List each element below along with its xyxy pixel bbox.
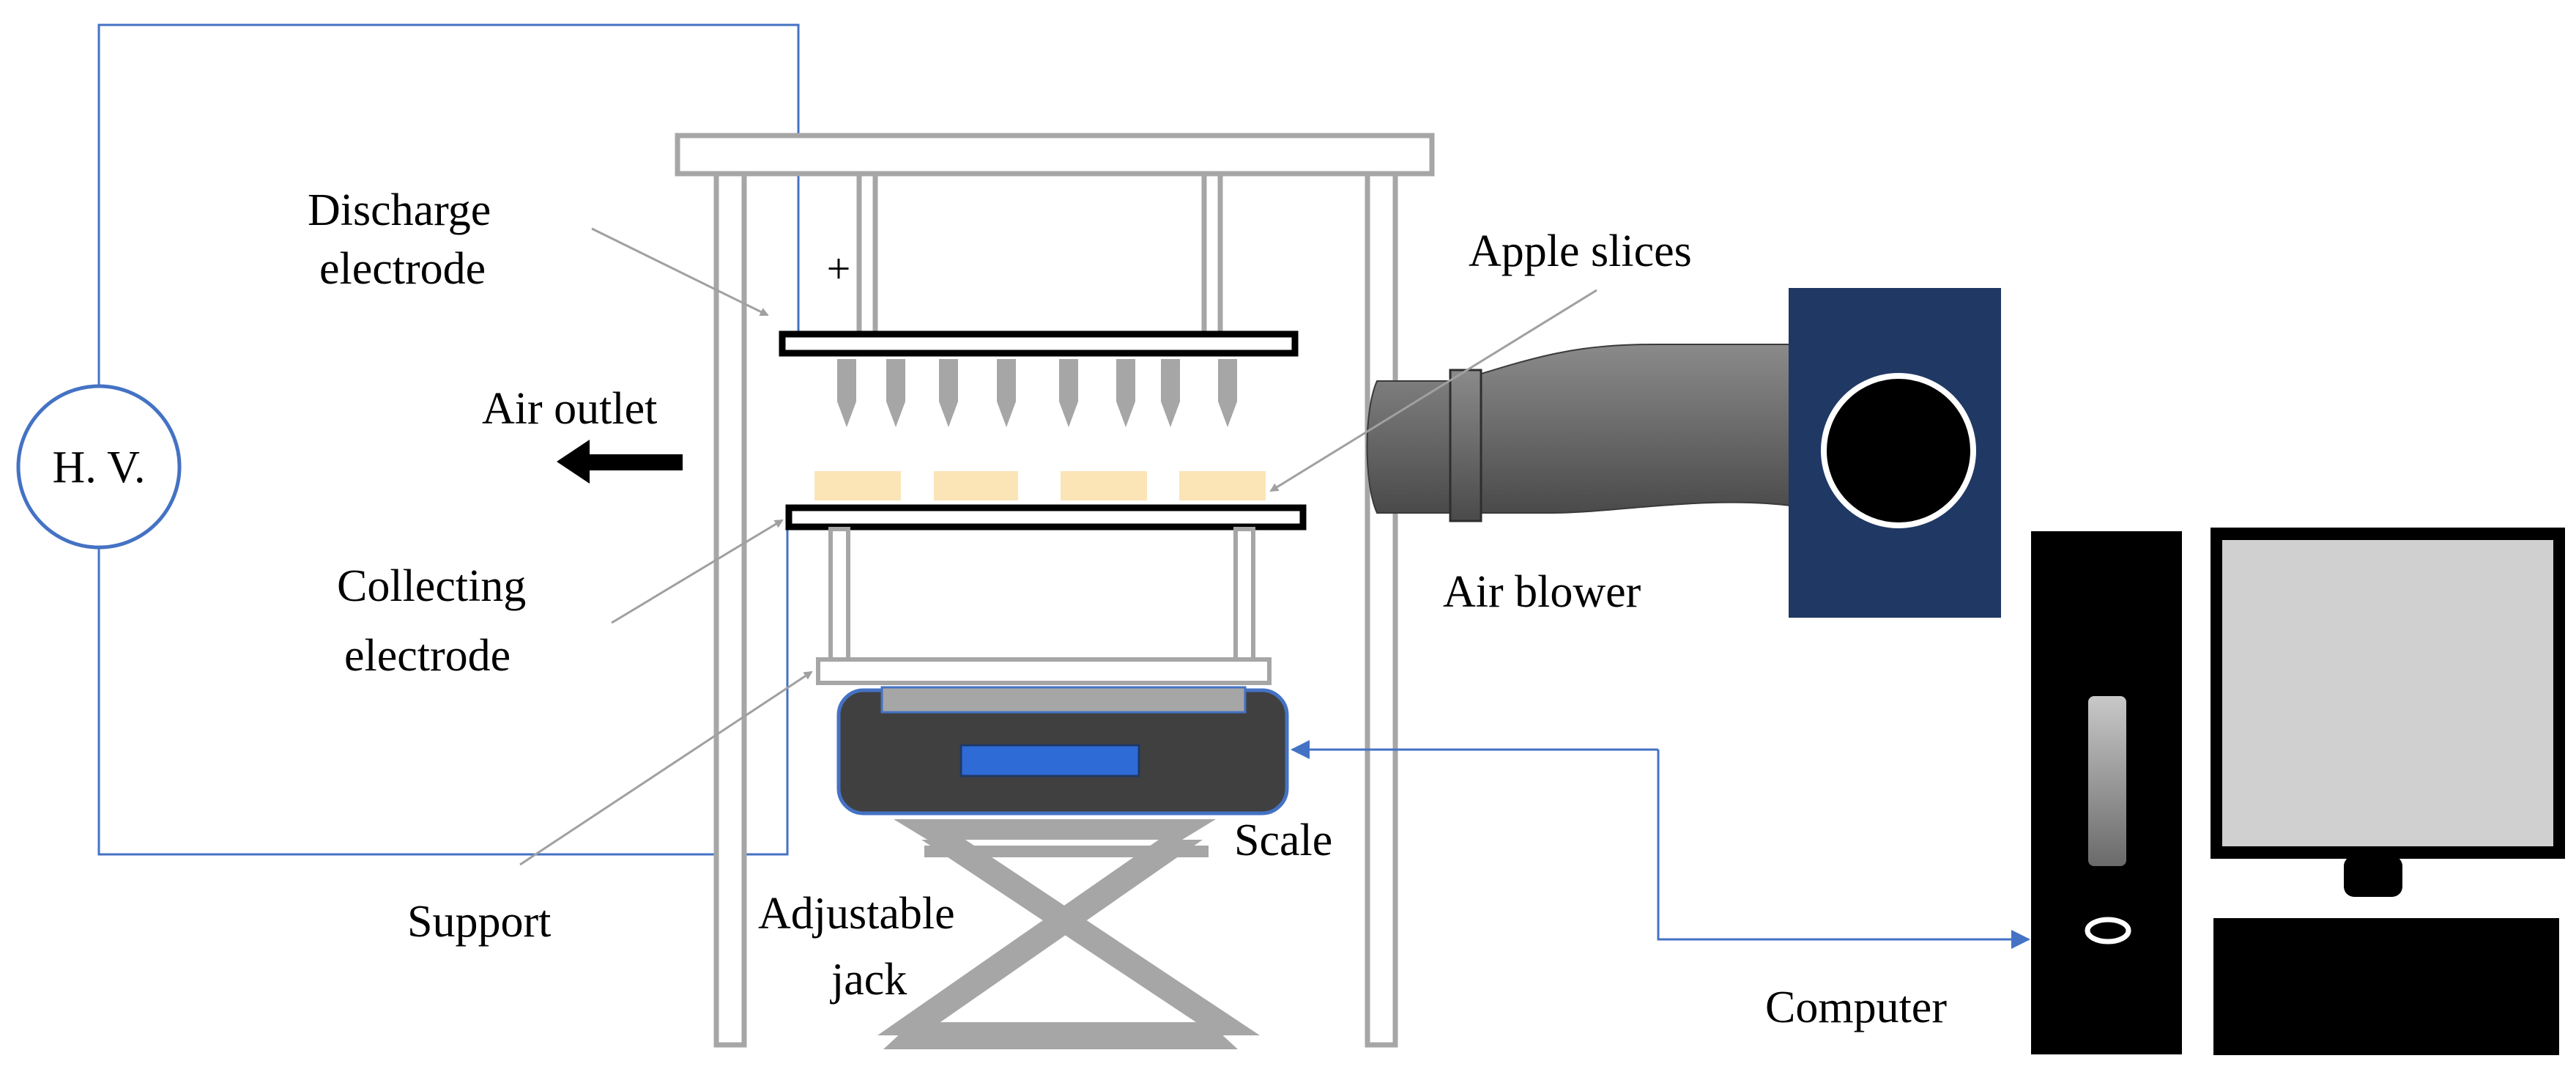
air-blower: Air blower bbox=[1366, 288, 2001, 618]
discharge-electrode: + bbox=[779, 245, 1299, 427]
connection-line bbox=[1657, 750, 2030, 949]
jack-top-plate bbox=[894, 819, 1216, 840]
adjustable-jack bbox=[877, 819, 1260, 1049]
left-arrow-icon bbox=[557, 440, 683, 484]
collecting-electrode bbox=[785, 504, 1307, 531]
needle bbox=[886, 359, 905, 427]
positive-terminal-label: + bbox=[827, 245, 851, 292]
needle bbox=[1218, 359, 1237, 427]
hv-source-label: H. V. bbox=[53, 443, 146, 492]
needle bbox=[997, 359, 1016, 427]
leader-collecting bbox=[611, 519, 784, 624]
leader-lines bbox=[519, 227, 1597, 866]
labels: Discharge electrode Collecting electrode… bbox=[308, 185, 1692, 1005]
needle bbox=[1059, 359, 1078, 427]
discharge-electrode-label-line1: Discharge bbox=[308, 185, 491, 235]
air-blower-label: Air blower bbox=[1443, 567, 1641, 617]
jack-bottom-plate bbox=[883, 1022, 1238, 1049]
monitor-screen bbox=[2222, 540, 2553, 846]
leader-discharge bbox=[591, 227, 769, 317]
discharge-electrode-label-line2: electrode bbox=[319, 244, 486, 294]
support-platform bbox=[816, 657, 1272, 685]
scale-display bbox=[959, 744, 1140, 777]
hv-source-circle bbox=[16, 384, 182, 550]
frame-top-beam bbox=[675, 133, 1435, 177]
collecting-electrode-label-line2: electrode bbox=[344, 631, 511, 681]
scale-pan bbox=[880, 686, 1247, 714]
apple-slice bbox=[934, 471, 1018, 500]
jack-cross-bar bbox=[877, 840, 1203, 1035]
collecting-electrode-label-line1: Collecting bbox=[337, 561, 526, 611]
frame-left-leg bbox=[713, 171, 747, 1048]
jack-cross-bar bbox=[921, 840, 1260, 1035]
leader-apple bbox=[1269, 289, 1597, 492]
needle bbox=[1161, 359, 1180, 427]
computer-label: Computer bbox=[1765, 983, 1947, 1032]
apple-slice bbox=[1061, 471, 1147, 500]
discharge-needles bbox=[837, 359, 1237, 427]
apple-slice bbox=[1179, 471, 1266, 500]
data-connection bbox=[1291, 740, 2030, 949]
hv-wire-bottom bbox=[97, 517, 789, 856]
support-label: Support bbox=[407, 897, 551, 947]
tower-power-button bbox=[2085, 917, 2131, 945]
blower-duct-collar bbox=[1449, 369, 1482, 522]
needle bbox=[1116, 359, 1135, 427]
apple-slices-label: Apple slices bbox=[1469, 226, 1692, 276]
support-post-left bbox=[828, 527, 850, 662]
needle bbox=[939, 359, 958, 427]
discharge-electrode-plate bbox=[779, 330, 1299, 357]
hv-wire-top bbox=[97, 23, 800, 387]
discharge-hanger-left bbox=[856, 171, 878, 336]
high-voltage-circuit: H. V. bbox=[16, 23, 800, 856]
frame-right-leg bbox=[1365, 171, 1398, 1048]
collecting-electrode-plate bbox=[785, 504, 1307, 531]
computer: Computer bbox=[1765, 528, 2565, 1055]
jack-cross-bar bbox=[924, 846, 1209, 857]
leader-support bbox=[519, 670, 813, 866]
keyboard bbox=[2213, 918, 2559, 1055]
apple-slices bbox=[814, 471, 1266, 500]
support bbox=[816, 527, 1272, 685]
support-post-right bbox=[1233, 527, 1255, 662]
circle-fan-icon bbox=[1821, 373, 1976, 528]
monitor-stand bbox=[2344, 856, 2402, 897]
tower-drive-slot bbox=[2088, 696, 2126, 866]
scale bbox=[836, 686, 1289, 816]
adjustable-jack-label-line2: jack bbox=[830, 955, 907, 1005]
needle bbox=[837, 359, 856, 427]
chamber-frame bbox=[675, 133, 1435, 1048]
scale-label: Scale bbox=[1234, 816, 1332, 865]
air-outlet-label: Air outlet bbox=[482, 384, 657, 434]
apple-slice bbox=[814, 471, 901, 500]
air-outlet: Air outlet bbox=[482, 384, 683, 484]
discharge-hanger-right bbox=[1201, 171, 1223, 336]
adjustable-jack-label-line1: Adjustable bbox=[758, 889, 955, 939]
blower-duct bbox=[1366, 344, 1792, 514]
